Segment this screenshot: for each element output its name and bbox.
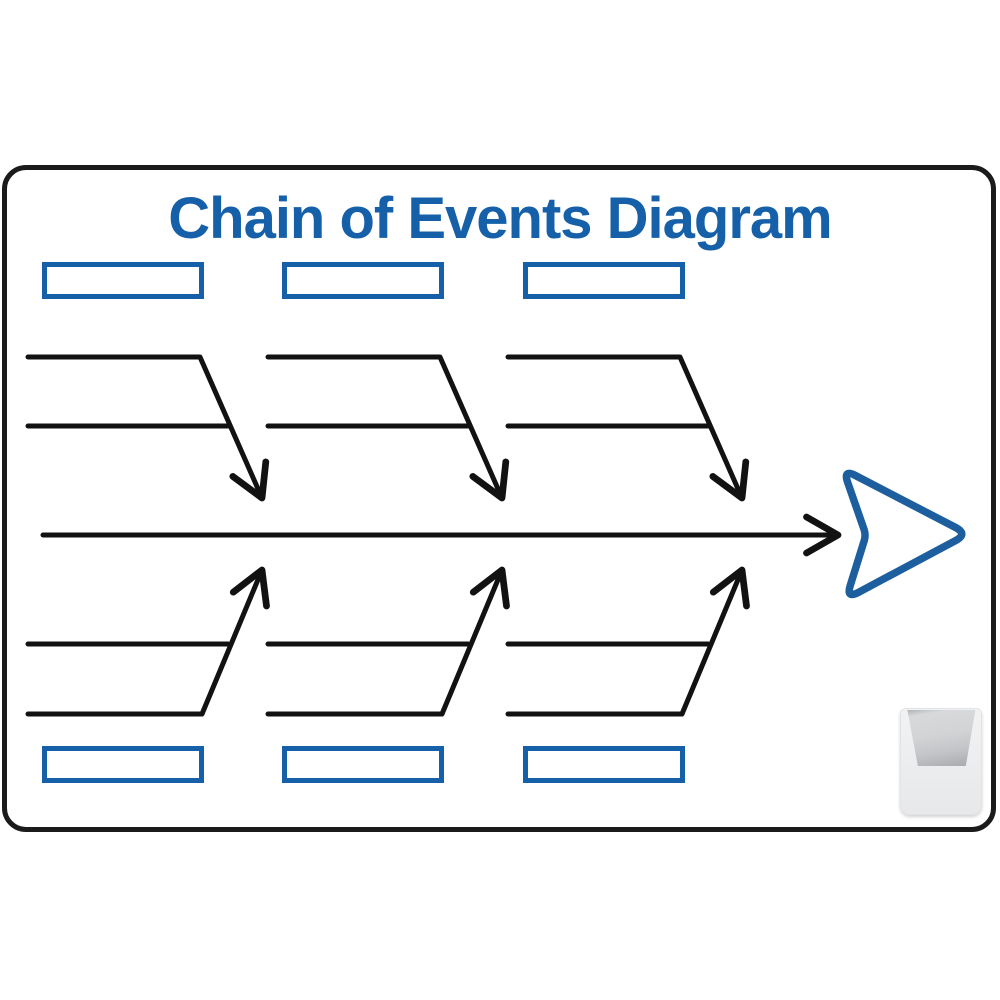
event-box-top-3[interactable] (523, 262, 685, 299)
event-box-bottom-2[interactable] (282, 746, 444, 783)
event-box-top-2[interactable] (282, 262, 444, 299)
marker-tray-cup (907, 710, 976, 766)
event-box-top-1[interactable] (42, 262, 204, 299)
event-box-bottom-3[interactable] (523, 746, 685, 783)
event-box-bottom-1[interactable] (42, 746, 204, 783)
marker-tray (900, 708, 982, 815)
page-title: Chain of Events Diagram (168, 186, 832, 251)
